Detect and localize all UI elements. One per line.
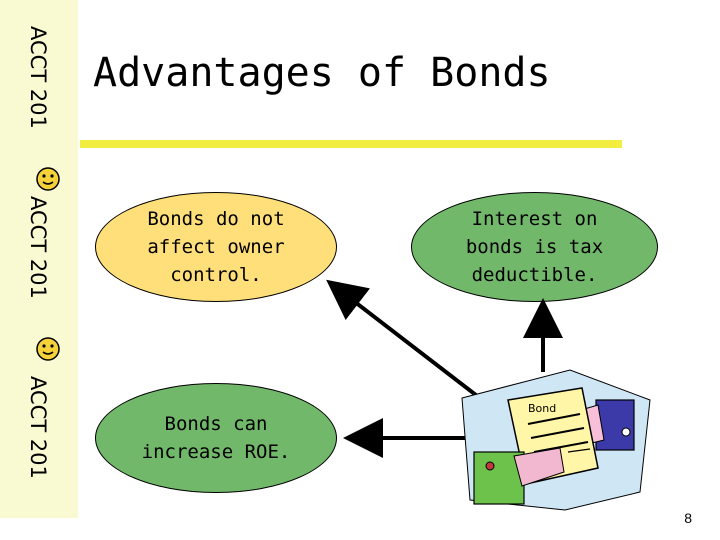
owner-control-text: Bonds do not affect owner control. <box>147 208 285 286</box>
smiley-face-icon <box>36 167 60 191</box>
page-number: 8 <box>684 510 692 526</box>
slide-title: Advantages of Bonds <box>93 50 551 96</box>
roe-bubble: Bonds can increase ROE. <box>95 383 337 493</box>
title-underline <box>80 140 622 148</box>
tax-deductible-text: Interest on bonds is tax deductible. <box>465 208 604 286</box>
tax-deductible-bubble: Interest on bonds is tax deductible. <box>411 192 658 302</box>
owner-control-bubble: Bonds do not affect owner control. <box>95 192 337 302</box>
bond-document-label: Bond <box>528 402 556 415</box>
arrow-to-owner-control <box>326 279 487 404</box>
roe-text: Bonds can increase ROE. <box>141 413 291 463</box>
sidebar: ACCT 201 ACCT 201 ACCT 201 <box>0 0 78 518</box>
smiley-face-icon <box>36 337 60 361</box>
sidebar-label: ACCT 201 <box>26 26 50 129</box>
bond-handshake-icon <box>461 369 651 511</box>
sidebar-label: ACCT 201 <box>26 196 50 299</box>
sidebar-label: ACCT 201 <box>26 376 50 479</box>
